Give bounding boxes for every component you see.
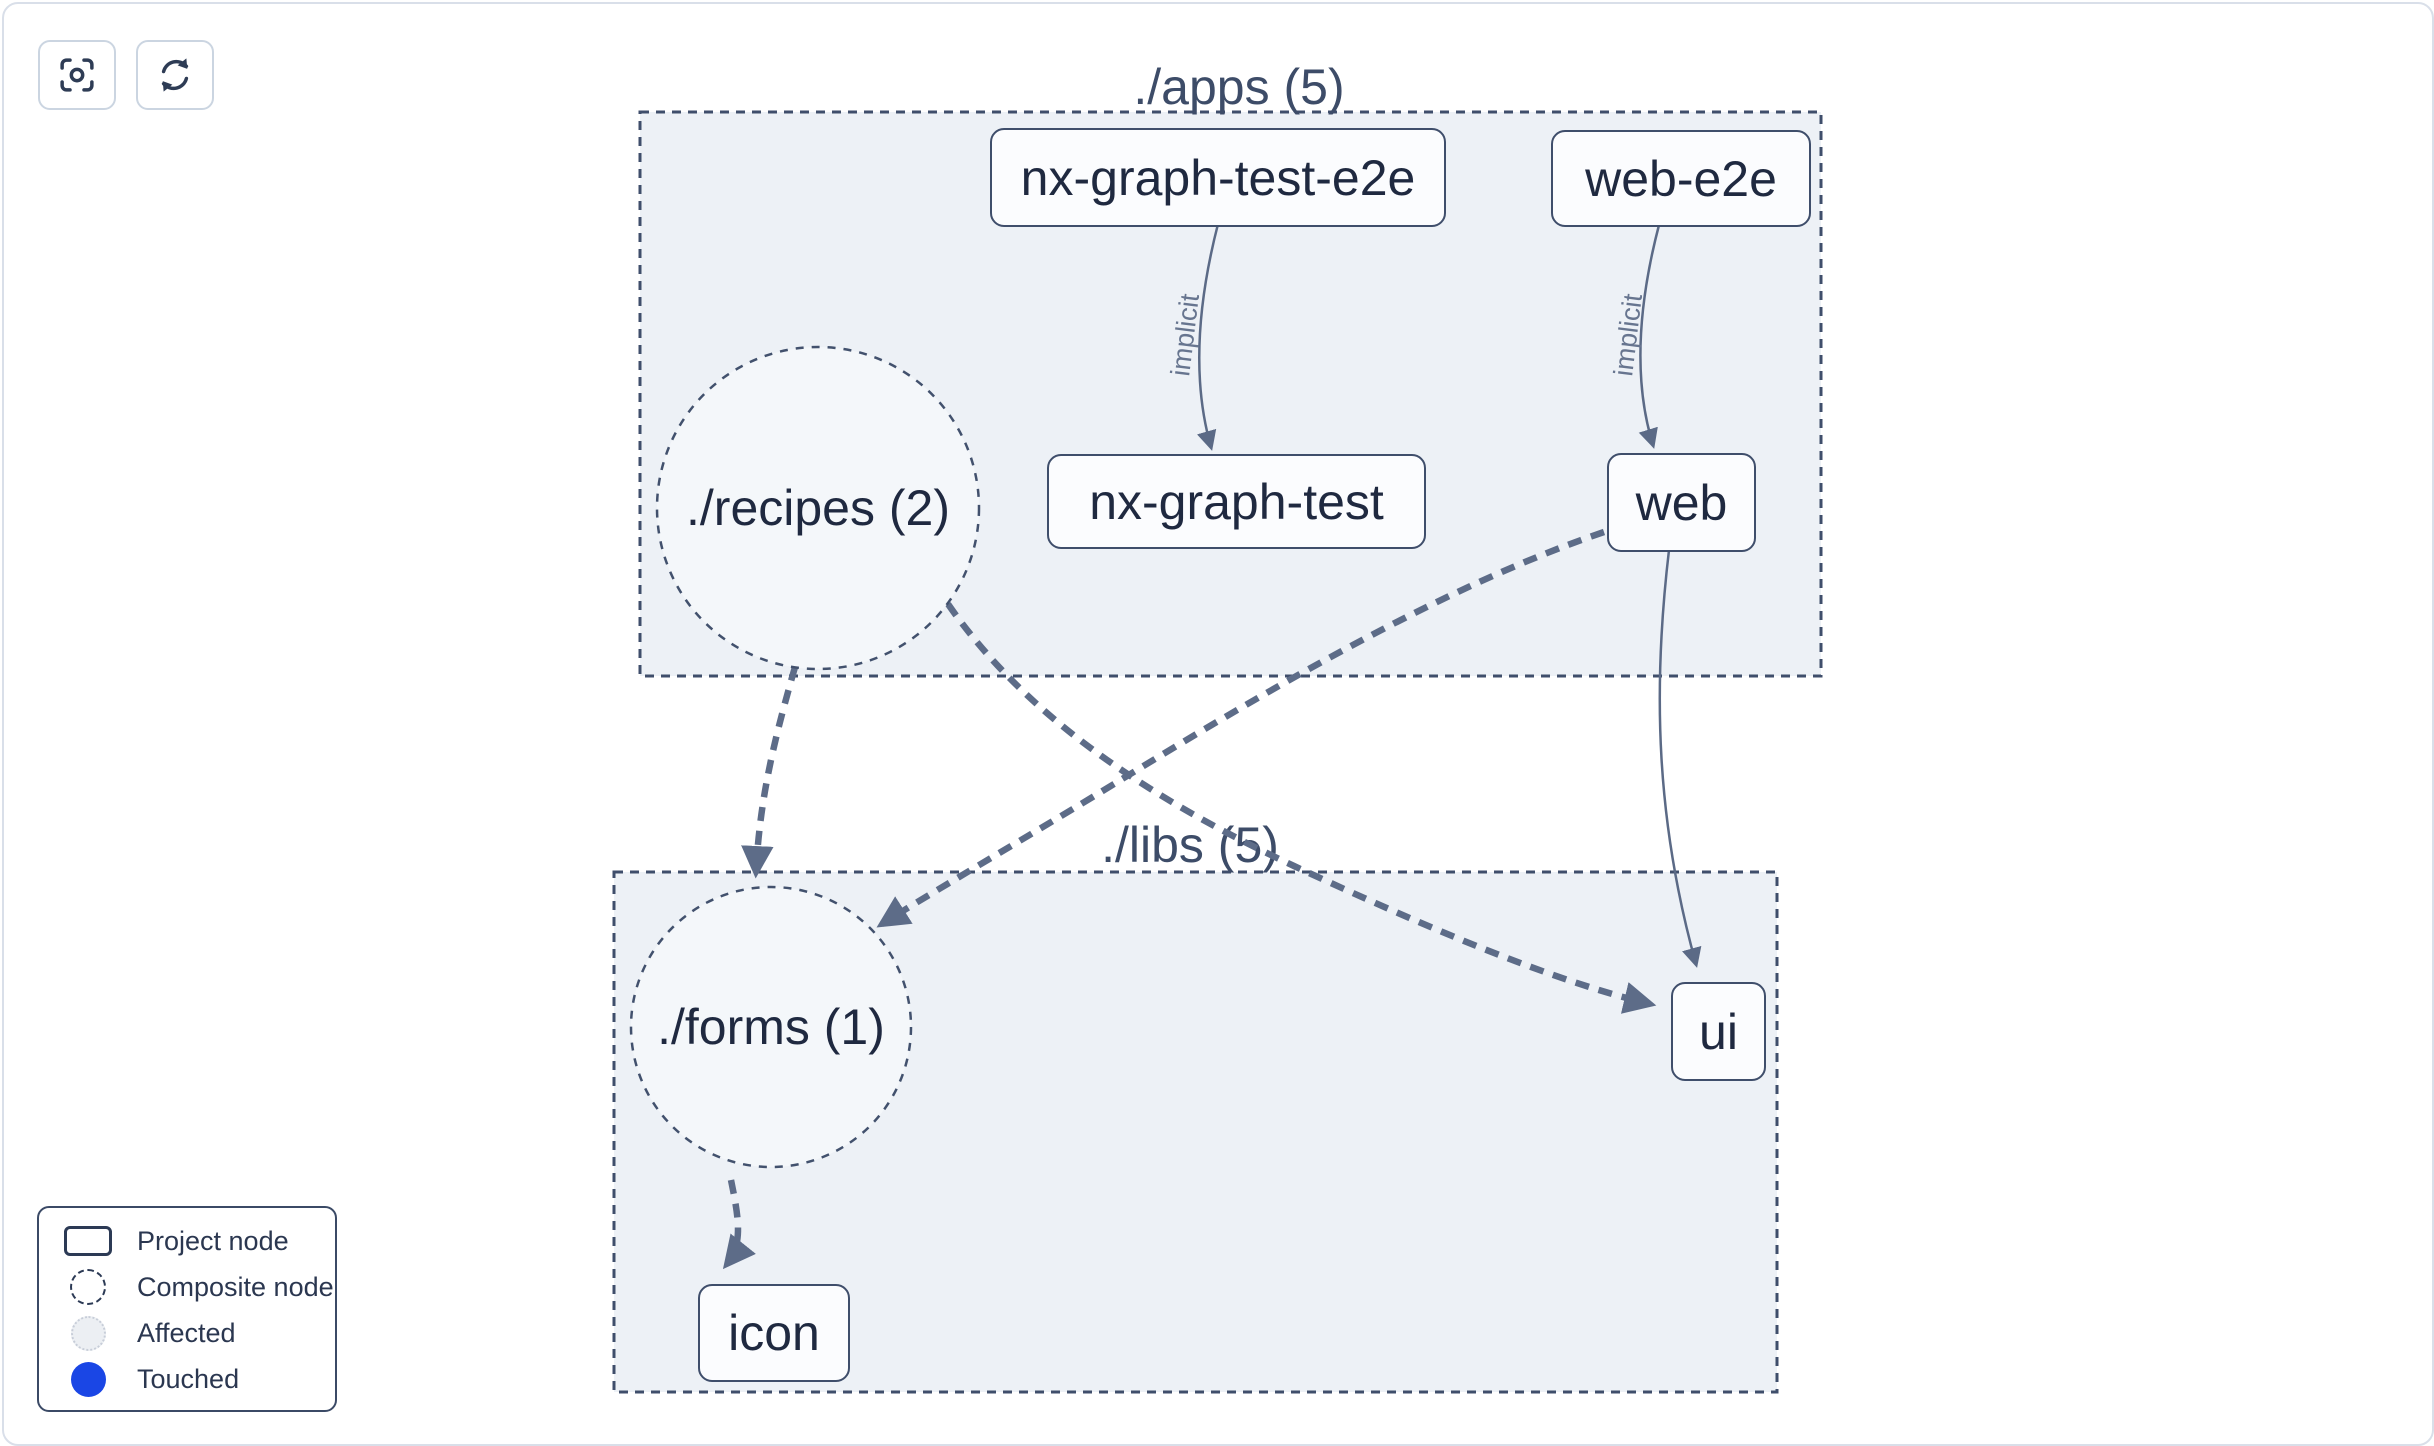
focus-button[interactable] [38,40,116,110]
touched-swatch [70,1361,106,1397]
composite-node-recipes[interactable] [655,345,981,671]
edge-nx-graph-test-e2e-to-nx-graph-test[interactable] [1196,223,1220,451]
legend-row-touched: Touched [39,1356,335,1402]
composite-node-swatch [70,1269,106,1305]
focus-icon [60,58,94,92]
toolbar [38,40,214,110]
edge-recipes-to-ui[interactable] [945,602,1657,1014]
edge-web-e2e-to-web[interactable] [1638,224,1661,449]
refresh-icon [161,58,189,92]
project-node-web-e2e[interactable]: web-e2e [1551,130,1811,227]
project-node-label: web [1635,474,1728,531]
legend-label: Touched [137,1363,240,1394]
legend-row-affected: Affected [39,1310,335,1356]
project-node-swatch [64,1226,112,1256]
project-node-label: nx-graph-test-e2e [1020,149,1416,206]
legend-label: Project node [137,1225,289,1256]
legend-row-composite-node: Composite node [39,1264,335,1310]
project-node-label: web-e2e [1585,150,1777,207]
group-apps-label: ./apps (5) [1133,59,1344,115]
project-node-ui[interactable]: ui [1671,982,1766,1081]
legend-label: Affected [137,1317,236,1348]
edge-web-to-ui[interactable] [1658,549,1702,968]
project-node-label: nx-graph-test [1089,473,1384,530]
edge-web-to-forms[interactable] [876,528,1606,928]
project-node-nx-graph-test[interactable]: nx-graph-test [1047,454,1426,549]
project-node-icon[interactable]: icon [698,1284,850,1382]
composite-node-forms[interactable] [629,885,913,1169]
edge-recipes-to-forms[interactable] [741,666,799,879]
affected-swatch [70,1315,106,1351]
composite-node-forms-label: ./forms (1) [657,999,885,1055]
project-node-web[interactable]: web [1607,453,1756,552]
legend-row-project-node: Project node [39,1218,335,1264]
project-node-label: icon [728,1305,820,1361]
composite-node-recipes-label: ./recipes (2) [686,480,950,536]
project-node-label: ui [1699,1003,1738,1060]
refresh-button[interactable] [136,40,214,110]
legend-label: Composite node [137,1271,334,1302]
edge-forms-to-icon[interactable] [722,1179,756,1270]
legend: Project node Composite node Affected Tou… [37,1206,337,1412]
project-node-nx-graph-test-e2e[interactable]: nx-graph-test-e2e [990,128,1446,227]
